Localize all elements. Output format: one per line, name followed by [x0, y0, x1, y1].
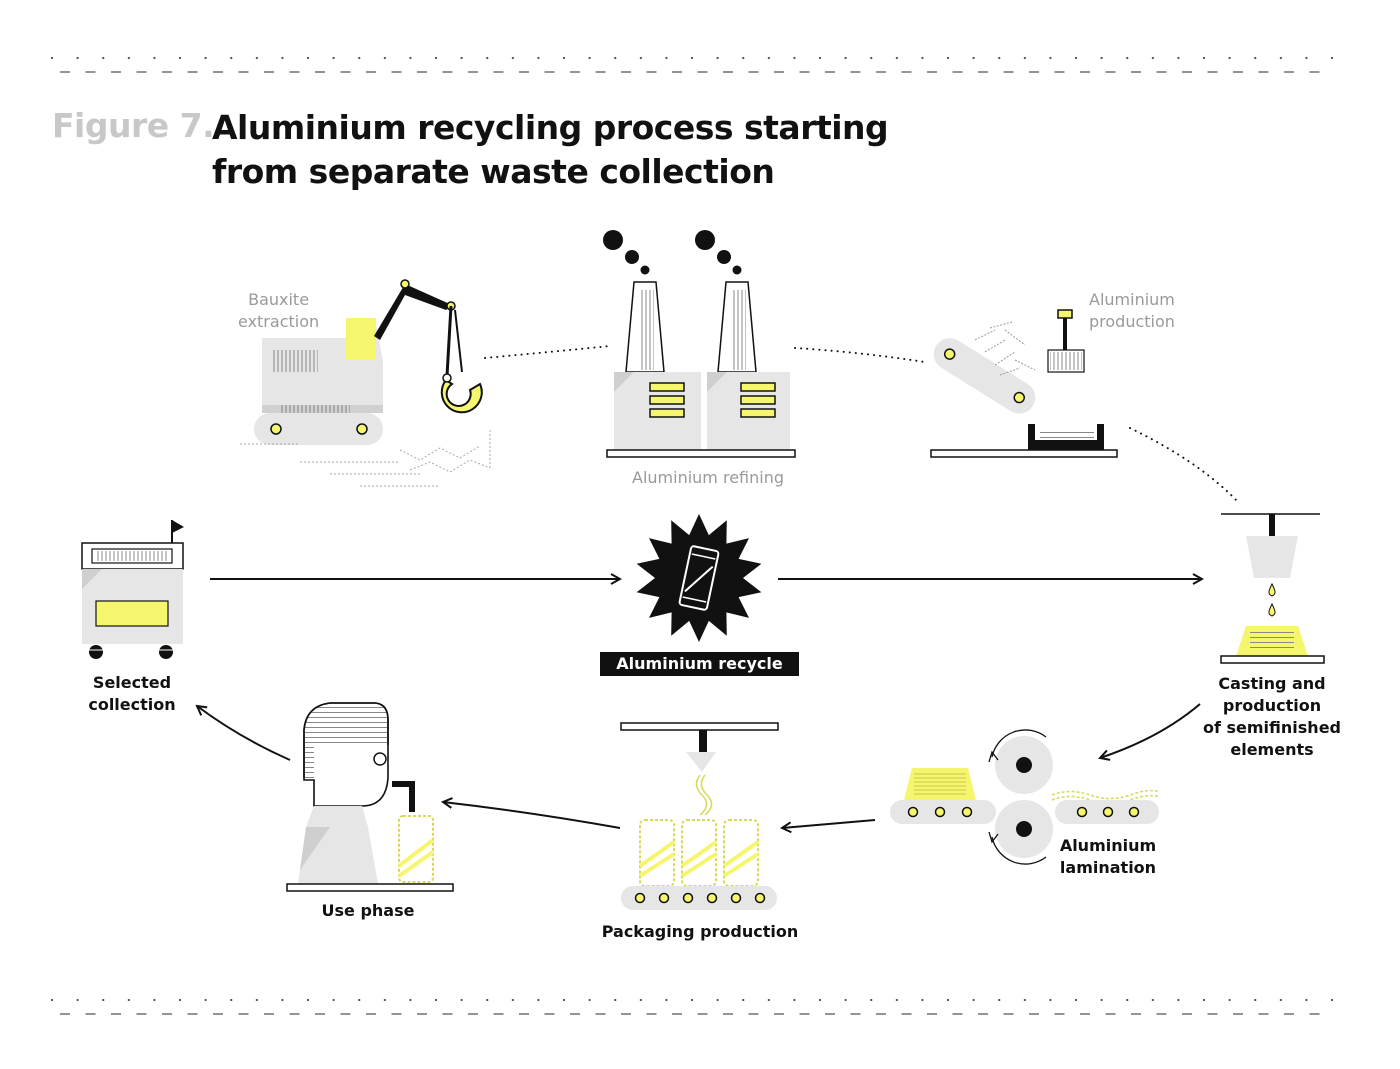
label-bauxite-extraction: Bauxite extraction	[238, 289, 319, 333]
arrow-packaging-to-use	[443, 802, 621, 829]
label-production-line-2: production	[1089, 312, 1175, 331]
figure-title: Aluminium recycling process starting fro…	[212, 106, 889, 194]
label-lamination-line-2: lamination	[1059, 858, 1157, 877]
collection-bin-icon	[81, 520, 184, 659]
figure-title-line-1: Aluminium recycling process starting	[212, 108, 889, 147]
label-packaging: Packaging production	[601, 922, 799, 941]
aluminium-production-icon	[930, 309, 1118, 458]
can-icon	[638, 819, 676, 887]
lamination-icon	[890, 729, 1161, 865]
label-production-line-1: Aluminium	[1089, 290, 1175, 309]
label-selected-collection: Selected collection	[72, 672, 192, 716]
label-bauxite-line-1: Bauxite	[248, 290, 310, 309]
flow-arrows	[197, 579, 1202, 828]
recycle-burst-icon	[636, 514, 762, 642]
upper-dotted-connectors	[484, 345, 1239, 503]
label-aluminium-production: Aluminium production	[1089, 289, 1175, 333]
arrow-use-to-collection	[197, 706, 291, 761]
label-collection-line-1: Selected	[92, 673, 172, 692]
label-casting-line-4: elements	[1230, 740, 1314, 759]
label-casting-line-1: Casting and	[1218, 674, 1326, 693]
can-icon	[722, 819, 760, 887]
label-use-phase: Use phase	[321, 901, 415, 920]
label-lamination: Aluminium lamination	[1048, 835, 1168, 879]
arrow-casting-to-lamination	[1100, 703, 1201, 758]
figure-title-line-2: from separate waste collection	[212, 152, 775, 191]
casting-icon	[1220, 513, 1325, 664]
label-lamination-line-1: Aluminium	[1059, 836, 1157, 855]
can-icon	[680, 819, 718, 887]
label-bauxite-line-2: extraction	[238, 312, 320, 331]
label-casting: Casting and production of semifinished e…	[1198, 673, 1346, 761]
label-casting-line-3: of semifinished	[1202, 718, 1341, 737]
label-aluminium-refining: Aluminium refining	[632, 468, 784, 487]
top-border	[50, 56, 1337, 73]
use-phase-icon	[286, 702, 454, 892]
figure-number: Figure 7.	[52, 106, 215, 145]
label-aluminium-recycle: Aluminium recycle	[600, 652, 799, 676]
label-collection-line-2: collection	[88, 695, 176, 714]
bottom-border	[50, 998, 1337, 1015]
arrow-lamination-to-packaging	[782, 819, 876, 828]
label-casting-line-2: production	[1222, 696, 1322, 715]
refinery-icon	[603, 230, 796, 458]
packaging-icon	[620, 722, 779, 910]
excavator-icon	[240, 279, 491, 487]
